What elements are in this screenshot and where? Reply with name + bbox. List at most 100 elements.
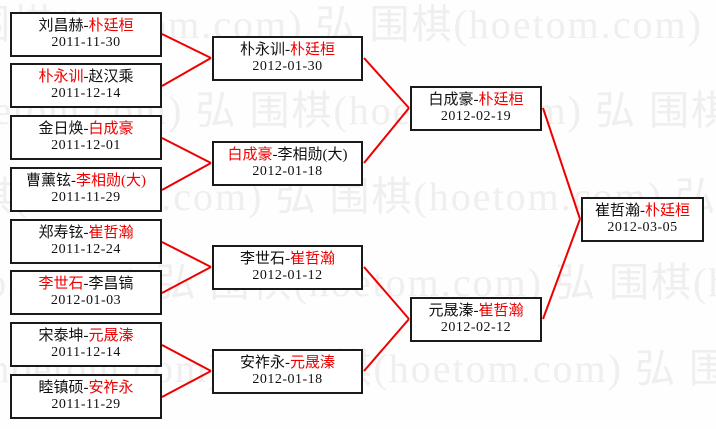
player-separator: - — [285, 251, 290, 268]
player-left: 朴永训 — [239, 42, 285, 59]
match-date: 2012-02-12 — [440, 320, 512, 336]
player-right: 朴廷桓 — [290, 42, 336, 59]
player-right: 朴廷桓 — [88, 18, 134, 35]
player-left: 曹薰铉 — [25, 173, 71, 190]
player-left: 宋泰坤 — [38, 328, 84, 345]
connector-line — [363, 318, 410, 372]
match-players: 刘昌赫-朴廷桓 — [38, 18, 133, 35]
player-right: 元晟溱 — [290, 355, 336, 372]
player-left: 金日焕 — [38, 121, 84, 138]
player-right: 崔哲瀚 — [478, 303, 524, 320]
connector-line — [542, 218, 581, 320]
match-box[interactable]: 白成豪-李相勋(大)2012-01-18 — [212, 141, 363, 186]
player-separator: - — [83, 225, 89, 242]
player-left: 刘昌赫 — [38, 18, 84, 35]
player-left: 睦镇硕 — [38, 380, 84, 397]
player-separator: - — [83, 276, 89, 293]
player-right: 李相勋(大) — [76, 173, 146, 190]
player-right: 李昌镐 — [88, 276, 134, 293]
player-right: 朴廷桓 — [478, 92, 524, 109]
connector-line — [363, 266, 410, 320]
match-date: 2011-12-01 — [51, 138, 121, 154]
match-players: 睦镇硕-安祚永 — [38, 380, 133, 397]
match-players: 朴永训-赵汉乘 — [38, 69, 133, 86]
player-left: 安祚永 — [239, 355, 285, 372]
player-left: 元晟溱 — [428, 303, 474, 320]
player-left: 李世石 — [38, 276, 84, 293]
match-players: 安祚永-元晟溱 — [240, 355, 335, 372]
connector-line — [161, 266, 212, 294]
player-right: 赵汉乘 — [88, 69, 134, 86]
player-separator: - — [71, 173, 76, 190]
player-left: 白成豪 — [227, 147, 273, 164]
player-right: 崔哲瀚 — [290, 251, 336, 268]
player-separator: - — [285, 42, 290, 59]
connector-line — [161, 33, 212, 59]
player-left: 郑寿铉 — [38, 225, 84, 242]
player-left: 白成豪 — [428, 92, 474, 109]
match-date: 2011-11-29 — [51, 397, 121, 413]
player-separator: - — [83, 328, 89, 345]
match-date: 2012-01-18 — [252, 164, 323, 180]
match-date: 2011-12-14 — [51, 345, 121, 361]
player-left: 李世石 — [239, 251, 285, 268]
player-right: 安祚永 — [88, 380, 134, 397]
connector-line — [161, 241, 212, 268]
match-date: 2011-11-29 — [51, 190, 121, 206]
player-separator: - — [285, 355, 290, 372]
match-players: 白成豪-李相勋(大) — [227, 147, 347, 164]
player-left: 朴永训 — [38, 69, 84, 86]
match-players: 白成豪-朴廷桓 — [428, 92, 523, 109]
match-players: 李世石-李昌镐 — [38, 276, 133, 293]
player-separator: - — [473, 92, 479, 109]
match-date: 2012-01-18 — [252, 372, 323, 388]
connector-line — [363, 107, 410, 164]
match-players: 郑寿铉-崔哲瀚 — [38, 225, 133, 242]
player-right: 李相勋(大) — [277, 147, 348, 164]
match-date: 2011-12-14 — [51, 86, 121, 102]
player-separator: - — [272, 147, 278, 164]
match-date: 2011-11-30 — [51, 35, 121, 51]
match-players: 崔哲瀚-朴廷桓 — [595, 203, 690, 220]
match-date: 2012-01-30 — [252, 59, 323, 75]
player-separator: - — [83, 18, 89, 35]
match-date: 2012-03-05 — [607, 220, 678, 236]
player-separator: - — [640, 203, 645, 220]
match-players: 李世石-崔哲瀚 — [240, 251, 335, 268]
player-right: 元晟溱 — [88, 328, 134, 345]
match-players: 宋泰坤-元晟溱 — [38, 328, 133, 345]
connector-line — [542, 107, 581, 220]
match-box[interactable]: 曹薰铉-李相勋(大)2011-11-29 — [10, 167, 162, 212]
player-separator: - — [473, 303, 479, 320]
connector-line — [161, 370, 212, 398]
connector-line — [363, 57, 410, 109]
match-date: 2012-01-12 — [252, 268, 323, 284]
player-right: 朴廷桓 — [645, 203, 691, 220]
match-players: 曹薰铉-李相勋(大) — [26, 173, 146, 190]
player-left: 崔哲瀚 — [594, 203, 640, 220]
match-players: 元晟溱-崔哲瀚 — [428, 303, 523, 320]
player-right: 崔哲瀚 — [88, 225, 134, 242]
match-players: 朴永训-朴廷桓 — [240, 42, 335, 59]
player-right: 白成豪 — [88, 121, 134, 138]
match-date: 2012-01-03 — [50, 293, 122, 309]
connector-line — [161, 162, 212, 191]
connector-line — [161, 57, 212, 87]
player-separator: - — [83, 69, 89, 86]
connector-line — [161, 137, 212, 164]
